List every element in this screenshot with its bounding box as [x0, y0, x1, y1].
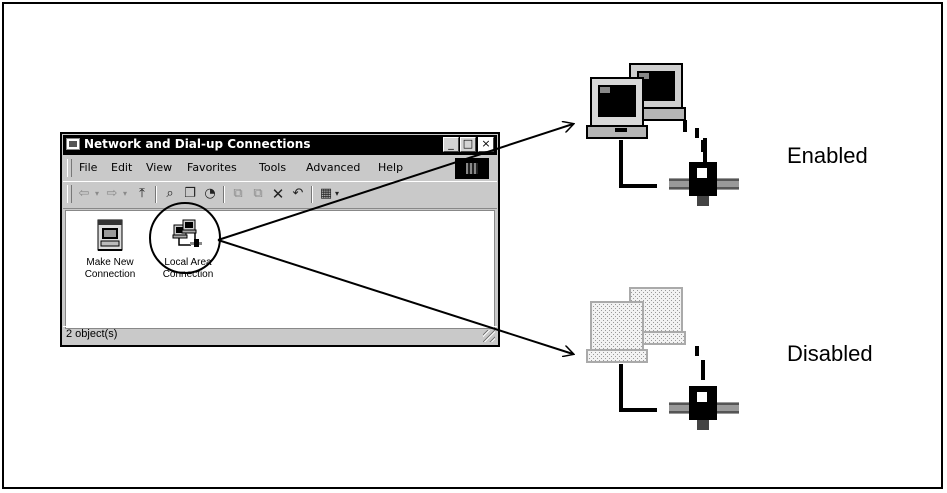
resize-grip[interactable]: [483, 330, 495, 342]
arrow-to-disabled: [217, 239, 573, 354]
title-bar[interactable]: Network and Dial-up Connections _ □ ×: [63, 135, 497, 155]
enabled-connection-icon: [586, 63, 739, 206]
file-pane: Make New Connection Local Area Connectio…: [65, 210, 495, 329]
views-icon[interactable]: ▦: [319, 186, 333, 201]
disabled-connection-icon: [586, 287, 739, 430]
menu-favorites[interactable]: Favorites: [187, 161, 237, 174]
menu-advanced[interactable]: Advanced: [306, 161, 361, 174]
views-dropdown-icon[interactable]: ▾: [334, 189, 339, 198]
status-bar: 2 object(s): [63, 326, 497, 344]
arrow-to-enabled: [217, 124, 573, 241]
up-folder-icon[interactable]: ⤒: [139, 186, 145, 201]
status-text: 2 object(s): [66, 328, 118, 340]
maximize-button[interactable]: □: [460, 137, 476, 152]
search-icon[interactable]: ⌕: [166, 186, 174, 201]
item-label-line2: Connection: [84, 269, 136, 280]
menu-tools[interactable]: Tools: [259, 161, 287, 174]
toolbar-separator: [155, 186, 157, 203]
make-new-connection-icon: [97, 219, 123, 251]
copy-to-icon[interactable]: ⧉: [253, 186, 263, 201]
forward-icon[interactable]: ⇨: [106, 186, 118, 201]
disabled-label: Disabled: [787, 341, 873, 366]
move-to-icon[interactable]: ⧉: [233, 186, 243, 201]
undo-icon[interactable]: ↶: [292, 186, 304, 201]
menu-file[interactable]: File: [79, 161, 98, 174]
windows-logo-icon: [455, 158, 489, 179]
menu-help[interactable]: Help: [378, 161, 404, 174]
menu-edit[interactable]: Edit: [111, 161, 133, 174]
local-area-connection-icon: [172, 219, 202, 247]
item-label-line1: Local Area: [164, 257, 212, 268]
delete-icon[interactable]: ✕: [271, 185, 285, 203]
item-label-line1: Make New: [86, 257, 134, 268]
minimize-button[interactable]: _: [443, 137, 459, 152]
callout-circle: [149, 202, 221, 274]
folders-icon[interactable]: ❐: [184, 186, 196, 201]
back-dropdown-icon[interactable]: ▾: [94, 189, 99, 198]
toolbar-separator: [223, 186, 225, 203]
back-icon[interactable]: ⇦: [78, 186, 90, 201]
toolbar-separator: [311, 186, 313, 203]
enabled-label: Enabled: [787, 143, 868, 168]
toolbar-grip[interactable]: [67, 185, 72, 203]
window-title: Network and Dial-up Connections: [84, 137, 311, 151]
list-item-make-new-connection[interactable]: Make New Connection: [73, 219, 147, 281]
menu-grip[interactable]: [67, 159, 72, 177]
item-label-line2: Connection: [162, 269, 214, 280]
toolbar: ⇦ ▾ ⇨ ▾ ⤒ ⌕ ❐ ◔ ⧉ ⧉ ✕ ↶ ▦ ▾: [63, 181, 497, 209]
forward-dropdown-icon[interactable]: ▾: [122, 189, 127, 198]
list-item-local-area-connection[interactable]: Local Area Connection: [151, 219, 225, 281]
menu-view[interactable]: View: [146, 161, 173, 174]
explorer-window: Network and Dial-up Connections _ □ × Fi…: [60, 132, 500, 347]
history-icon[interactable]: ◔: [204, 186, 216, 201]
menu-bar: File Edit View Favorites Tools Advanced …: [63, 157, 497, 179]
window-icon: [66, 138, 80, 150]
